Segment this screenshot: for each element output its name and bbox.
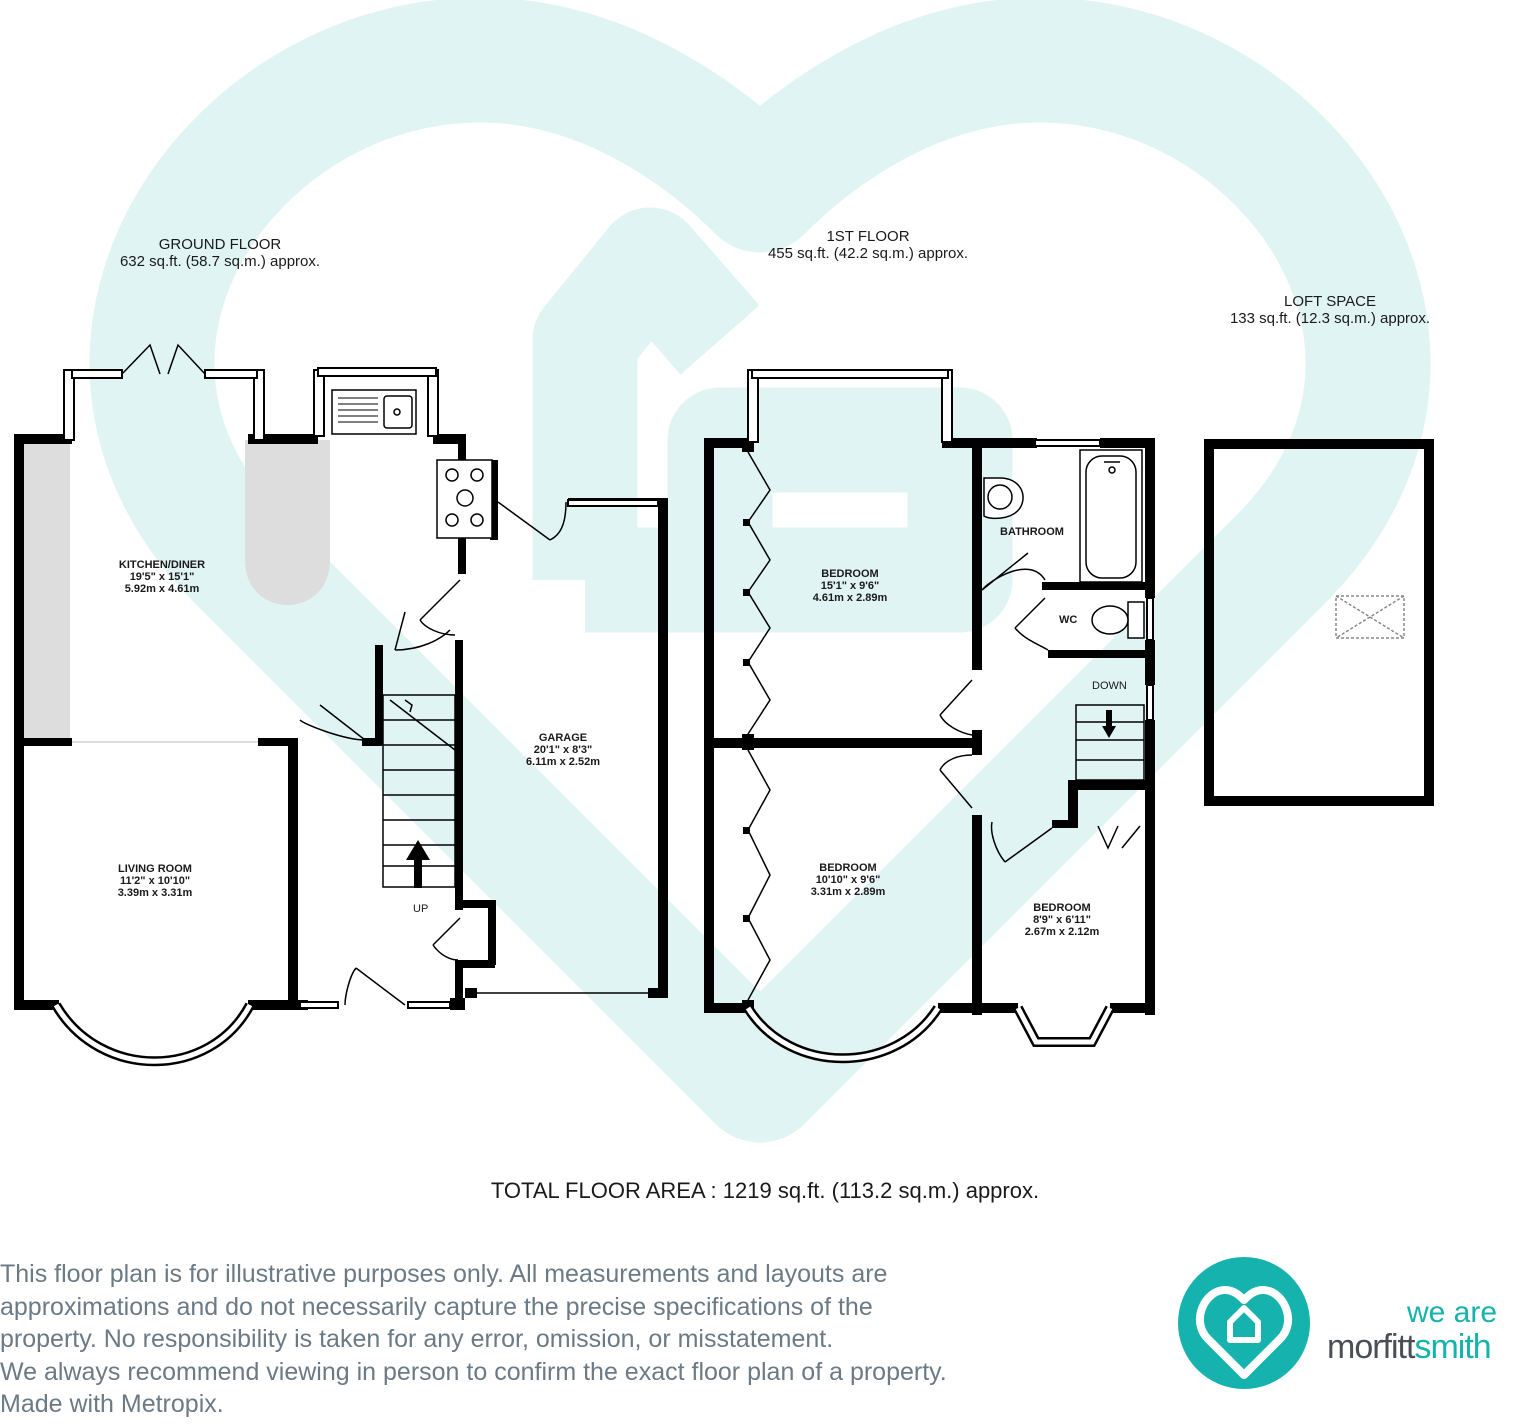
stairs-down-label: DOWN [1092, 680, 1127, 692]
stair-down-arrow-icon [1102, 710, 1116, 738]
loft-name: LOFT SPACE [1284, 293, 1376, 310]
hob-icon [436, 459, 493, 539]
disclaimer-line-2: approximations and do not necessarily ca… [0, 1292, 873, 1321]
disclaimer-line-5: Made with Metropix. [0, 1390, 224, 1418]
loft-title: LOFT SPACE 133 sq.ft. (12.3 sq.m.) appro… [1190, 293, 1470, 327]
watermark-logo [89, 0, 1431, 1143]
room-garage-metric: 6.11m x 2.52m [525, 756, 600, 768]
disclaimer: This floor plan is for illustrative purp… [0, 1258, 1040, 1421]
worktop-left [24, 440, 70, 742]
stairs-up-label: UP [413, 903, 429, 915]
first-floor-plan [704, 369, 1155, 1064]
room-kitchen-metric: 5.92m x 4.61m [124, 583, 200, 595]
brand-we-are: we are [1406, 1296, 1497, 1329]
room-kitchen-imperial: 19'5" x 15'1" [129, 571, 195, 583]
room-bedroom-2-metric: 3.31m x 2.89m [810, 886, 886, 898]
room-bedroom-2-imperial: 10'10" x 9'6" [815, 874, 881, 886]
ground-floor-name: GROUND FLOOR [158, 236, 282, 253]
room-living-name: LIVING ROOM [118, 863, 192, 875]
brand-name-part1: morfitt [1327, 1328, 1415, 1366]
loft-plan [1204, 439, 1434, 806]
room-living-metric: 3.39m x 3.31m [117, 887, 193, 899]
room-bathroom: BATHROOM [1000, 526, 1064, 538]
room-bedroom-2-name: BEDROOM [819, 862, 877, 874]
ground-floor-plan [14, 343, 668, 1067]
room-bedroom-3-name: BEDROOM [1033, 902, 1091, 914]
disclaimer-line-4: We always recommend viewing in person to… [0, 1357, 947, 1386]
room-garage-imperial: 20'1" x 8'3" [533, 744, 593, 756]
room-living-imperial: 11'2" x 10'10" [119, 875, 191, 887]
room-kitchen-name: KITCHEN/DINER [118, 559, 206, 571]
brand-name: morfittsmith [1327, 1330, 1497, 1364]
room-bedroom-3: BEDROOM 8'9" x 6'11" 2.67m x 2.12m [982, 902, 1142, 938]
loft-hatch-icon [1335, 595, 1405, 639]
first-floor-name: 1ST FLOOR [826, 228, 910, 245]
room-living: LIVING ROOM 11'2" x 10'10" 3.39m x 3.31m [75, 863, 235, 899]
bath-icon [1079, 449, 1143, 583]
room-bedroom-1-name: BEDROOM [821, 568, 879, 580]
room-bedroom-3-metric: 2.67m x 2.12m [1024, 926, 1100, 938]
disclaimer-line-3: property. No responsibility is taken for… [0, 1325, 834, 1353]
total-floor-area: TOTAL FLOOR AREA : 1219 sq.ft. (113.2 sq… [490, 1178, 1040, 1203]
room-kitchen: KITCHEN/DINER 19'5" x 15'1" 5.92m x 4.61… [82, 559, 242, 595]
stair-arrow-icon [406, 840, 430, 888]
loft-area: 133 sq.ft. (12.3 sq.m.) approx. [1229, 310, 1431, 327]
toilet-icon [1091, 601, 1145, 639]
house-heart-logo-icon [1178, 1257, 1310, 1389]
ground-floor-title: GROUND FLOOR 632 sq.ft. (58.7 sq.m.) app… [80, 236, 360, 270]
first-floor-area: 455 sq.ft. (42.2 sq.m.) approx. [767, 245, 969, 262]
basin-icon [983, 477, 1024, 520]
disclaimer-line-1: This floor plan is for illustrative purp… [0, 1260, 888, 1288]
ground-floor-area: 632 sq.ft. (58.7 sq.m.) approx. [119, 253, 321, 270]
room-bedroom-3-imperial: 8'9" x 6'11" [1033, 914, 1091, 926]
sink-icon [331, 389, 417, 435]
room-bedroom-1-imperial: 15'1" x 9'6" [820, 580, 880, 592]
room-garage: GARAGE 20'1" x 8'3" 6.11m x 2.52m [483, 732, 643, 768]
room-wc: WC [1059, 614, 1078, 626]
first-floor-title: 1ST FLOOR 455 sq.ft. (42.2 sq.m.) approx… [718, 228, 1018, 262]
room-bedroom-1: BEDROOM 15'1" x 9'6" 4.61m x 2.89m [770, 568, 930, 604]
room-bedroom-1-metric: 4.61m x 2.89m [812, 592, 888, 604]
brand-wordmark: we are morfittsmith [1327, 1296, 1497, 1364]
room-garage-name: GARAGE [538, 732, 588, 744]
room-bedroom-2: BEDROOM 10'10" x 9'6" 3.31m x 2.89m [768, 862, 928, 898]
brand-name-part2: smith [1414, 1328, 1491, 1366]
worktop-island [245, 440, 330, 605]
